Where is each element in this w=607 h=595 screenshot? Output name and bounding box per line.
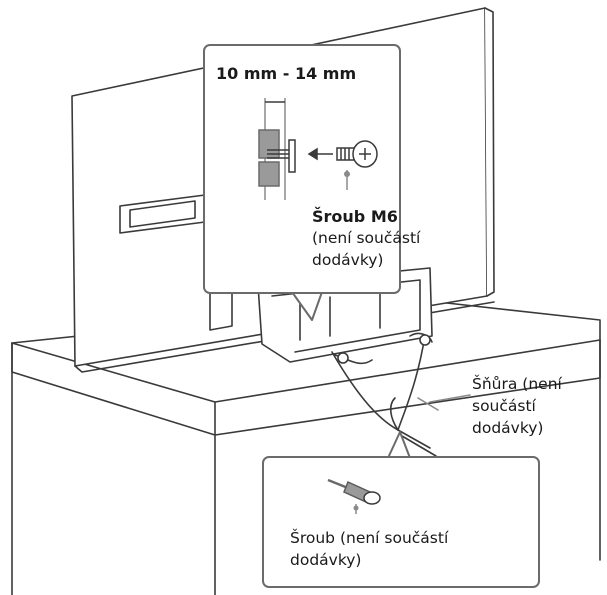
- callout-pointer-top: [291, 291, 323, 321]
- callout-pointer-bottom: [387, 431, 411, 459]
- dimension-label: 10 mm - 14 mm: [216, 64, 357, 83]
- cord-label-line2: součástí: [472, 397, 536, 415]
- cords: [331, 332, 471, 457]
- cord-label-line1: Šňůra (není: [472, 375, 562, 393]
- bottom-screw-line1: Šroub (není součástí: [290, 529, 449, 547]
- callout-bottom: [262, 456, 540, 588]
- screw-detail: [258, 98, 378, 200]
- cord-label-line3: dodávky): [472, 419, 544, 437]
- screw-m6-note-line2: dodávky): [312, 251, 384, 269]
- bottom-screw-detail: [327, 478, 381, 514]
- screw-m6-note-line1: (není součástí: [312, 229, 421, 247]
- bottom-screw-line2: dodávky): [290, 551, 362, 569]
- callout-top: [203, 44, 401, 294]
- screw-m6-label: Šroub M6: [312, 207, 398, 226]
